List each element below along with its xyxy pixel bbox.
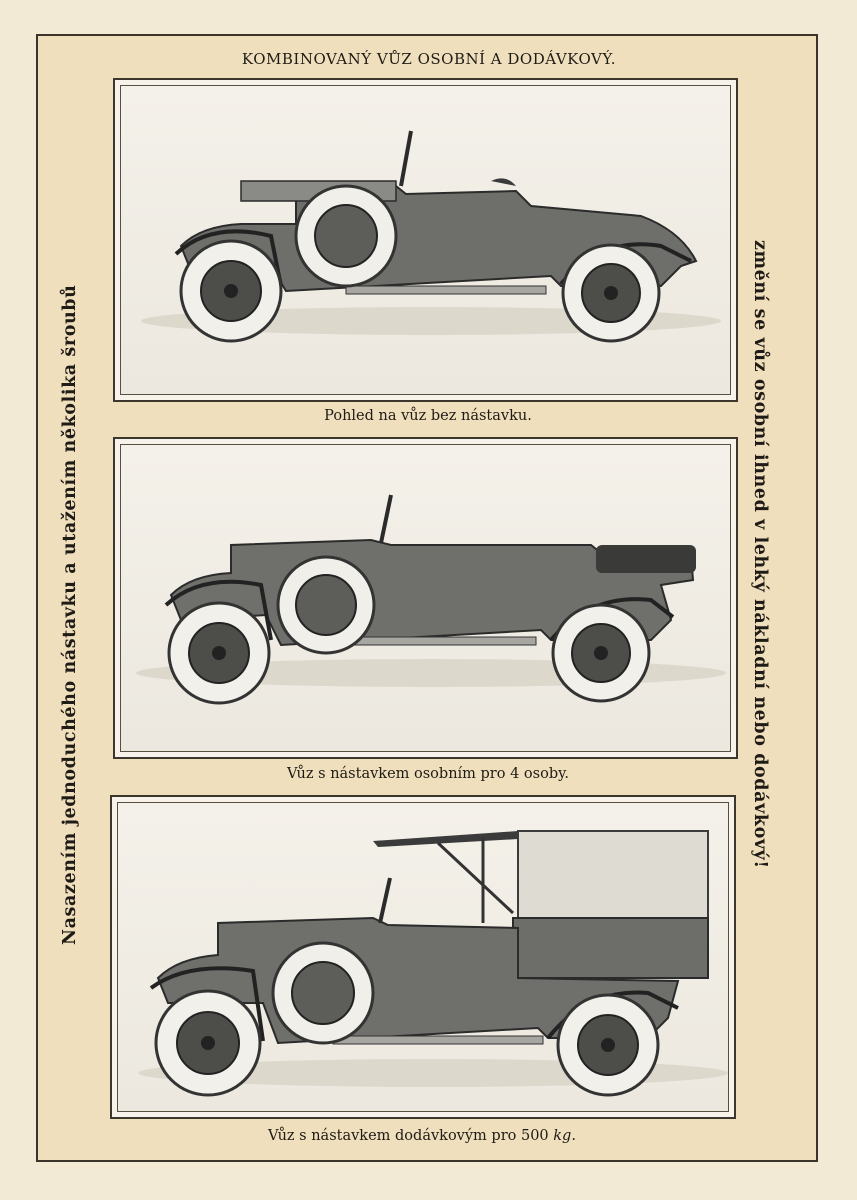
panel-2-caption: Vůz s nástavkem osobním pro 4 osoby. (287, 766, 569, 782)
panel-image-area (120, 85, 731, 395)
panel-car-4-seat-attachment (113, 437, 738, 759)
panel-3-caption: Vůz s nástavkem dodávkovým pro 500 kg. (112, 1128, 732, 1144)
car-delivery-van-illustration (138, 830, 728, 1097)
panel-car-delivery-attachment (110, 795, 736, 1119)
car-roadster-illustration (141, 130, 721, 343)
caption-text: Vůz s nástavkem dodávkovým pro 500 (268, 1128, 554, 1144)
side-text-right: změní se vůz osobní ihned v lehký náklad… (750, 240, 770, 869)
side-text-left: Nasazením jednoduchého nástavku a utažen… (60, 284, 80, 945)
panel-1-caption: Pohled na vůz bez nástavku. (324, 408, 532, 424)
car-tourer-illustration (136, 494, 726, 705)
panel-image-area (117, 802, 729, 1112)
caption-period: . (571, 1128, 576, 1144)
caption-unit: kg (553, 1128, 572, 1144)
page-title: KOMBINOVANÝ VŮZ OSOBNÍ A DODÁVKOVÝ. (241, 50, 617, 68)
panel-car-without-attachment (113, 78, 738, 402)
panel-image-area (120, 444, 731, 752)
